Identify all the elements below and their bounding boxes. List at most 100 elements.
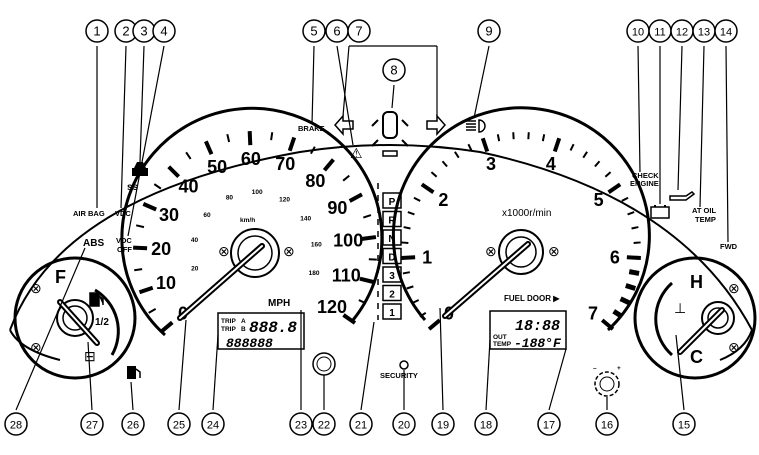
out-label: OUT (493, 334, 507, 341)
tach-tick (602, 320, 613, 329)
speed-tick (133, 248, 147, 249)
svg-text:⚠: ⚠ (350, 145, 363, 161)
at-oil-temp-indicator-2: TEMP (695, 215, 716, 224)
fuel-half-label: 1/2 (95, 317, 109, 328)
tach-label: 6 (610, 248, 620, 268)
fuel-full-label: F (55, 267, 66, 287)
callout-number: 10 (632, 27, 644, 39)
speed-tick (154, 184, 161, 189)
security-light (400, 361, 408, 369)
temp-screw-bottom: ⊗ (728, 339, 740, 355)
tach-tick (628, 212, 635, 214)
callout-number: 9 (485, 24, 492, 39)
tach-tick (403, 272, 410, 273)
temperature-gauge: H C ⊥ ⊗ ⊗ (635, 258, 755, 378)
vdc-off-indicator-1: VDC (116, 236, 132, 245)
tachometer-screw-right: ⊗ (548, 243, 560, 259)
trip-a-label: A (241, 318, 246, 325)
kmh-label: 100 (252, 189, 263, 196)
vdc-off-indicator-2: OFF (117, 245, 132, 254)
callout-number: 16 (601, 420, 613, 432)
speed-tick (139, 288, 152, 293)
callout-number: 23 (295, 420, 307, 432)
svg-text:+: + (617, 365, 621, 372)
speed-label: 60 (241, 149, 261, 169)
security-indicator: SECURITY (380, 371, 418, 380)
tach-tick (621, 299, 630, 303)
svg-text:–: – (593, 365, 597, 372)
tach-tick (404, 227, 411, 228)
gear-label: 3 (389, 271, 395, 282)
speed-label: 30 (159, 205, 179, 225)
callout-number: 28 (10, 420, 22, 432)
fuel-gauge: F 1/2 ⊟ ⊗ ⊗ (15, 258, 135, 378)
speed-tick (343, 176, 349, 181)
temp-cold-label: C (690, 347, 703, 367)
callout-number: 14 (720, 27, 732, 39)
coolant-temp-icon: ⊥ (674, 300, 686, 316)
callout-number: 21 (355, 420, 367, 432)
kmh-label: 40 (191, 237, 199, 244)
fwd-indicator: FWD (720, 242, 738, 251)
tach-tick (629, 272, 639, 274)
callout-number: 7 (355, 24, 362, 39)
tach-tick (626, 285, 636, 288)
tach-tick (407, 286, 414, 288)
tach-tick (543, 134, 544, 141)
kmh-label: 180 (309, 270, 320, 277)
tach-label: 2 (438, 190, 448, 210)
callout-number: 26 (127, 420, 139, 432)
kmh-label: 160 (311, 242, 322, 249)
tachometer: 01234567 x1000r/min FUEL DOOR ▶ ⊗ ⊗ (393, 108, 649, 330)
door-open-icon (372, 112, 408, 156)
vdc-indicator: VDC (115, 209, 131, 218)
callout-number: 17 (543, 420, 555, 432)
speed-tick (350, 194, 362, 201)
check-engine-indicator-2: ENGINE (630, 179, 659, 188)
kmh-label: 120 (279, 197, 290, 204)
tach-tick (622, 198, 628, 201)
callout-number: 27 (86, 420, 98, 432)
tach-label: 1 (422, 248, 432, 268)
callout-number: 24 (207, 420, 219, 432)
tach-tick (609, 184, 621, 192)
tach-tick (571, 144, 574, 150)
fuel-warning-icon (127, 366, 140, 379)
kmh-unit: km/h (240, 217, 255, 224)
tach-tick (431, 172, 436, 177)
speed-tick (362, 237, 376, 239)
speed-tick (271, 132, 272, 140)
callout-number: 22 (318, 420, 330, 432)
speed-tick (149, 309, 156, 313)
callout-number: 5 (310, 24, 317, 39)
speed-tick (324, 160, 333, 171)
callout-number: 18 (480, 420, 492, 432)
speed-tick (162, 322, 173, 331)
right-turn-signal-icon (427, 116, 445, 134)
speed-tick (143, 204, 156, 210)
tach-tick (583, 152, 587, 158)
temp-hot-label: H (690, 272, 703, 292)
tach-tick (614, 311, 622, 316)
tach-tick (401, 242, 408, 243)
clock-display: 18:88 OUT TEMP -188°F (490, 311, 566, 351)
speed-tick (250, 131, 251, 145)
tach-tick (422, 184, 434, 192)
temp-label: TEMP (493, 341, 512, 348)
kmh-label: 60 (203, 212, 211, 219)
callout-number: 6 (333, 24, 340, 39)
speed-tick (290, 137, 295, 150)
tach-label: 3 (486, 154, 496, 174)
tach-tick (442, 161, 447, 166)
speed-tick (363, 215, 371, 217)
speed-tick (186, 152, 191, 159)
temp-screw-top: ⊗ (728, 280, 740, 296)
tachometer-screw-left: ⊗ (485, 243, 497, 259)
callout-number: 20 (398, 420, 410, 432)
callout-number: 15 (678, 420, 690, 432)
tach-label: 4 (546, 154, 556, 174)
kmh-label: 80 (226, 195, 234, 202)
odometer-value: 888888 (226, 336, 273, 351)
speedometer-screw-right: ⊗ (283, 243, 295, 259)
